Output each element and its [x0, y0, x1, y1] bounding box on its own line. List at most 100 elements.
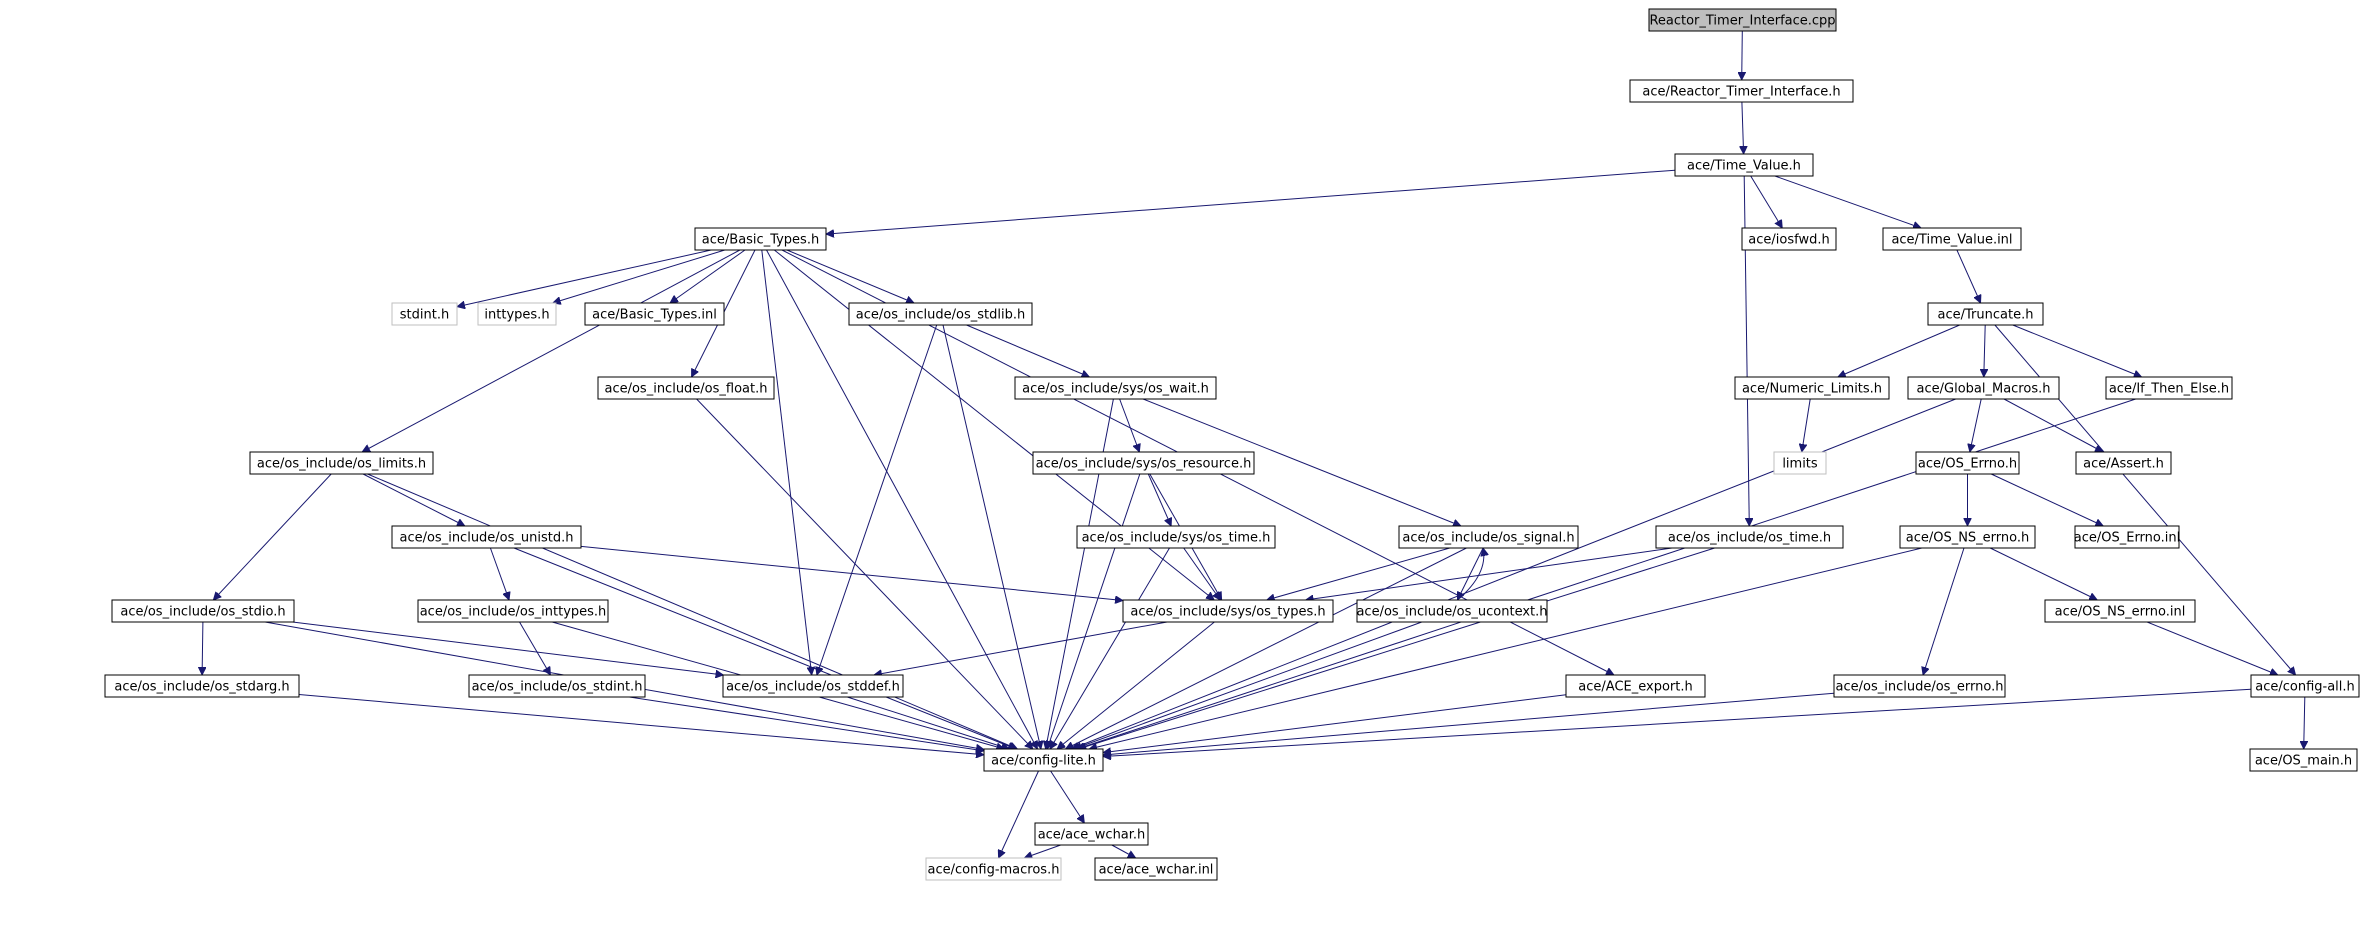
dependency-edge	[1111, 844, 1136, 859]
header-file-node[interactable]: ace/os_include/os_unistd.h	[391, 525, 582, 549]
node-box	[2105, 376, 2233, 400]
header-file-node[interactable]: ace/os_include/os_inttypes.h	[417, 599, 609, 623]
header-file-node[interactable]: ace/config-lite.h	[983, 748, 1104, 772]
header-file-node[interactable]: ace/iosfwd.h	[1741, 227, 1837, 251]
node-label: ace/os_include/os_stdarg.h	[114, 680, 289, 695]
header-file-node[interactable]: ace/Time_Value.h	[1674, 153, 1814, 177]
dependency-edge	[457, 249, 712, 307]
dependency-edge	[292, 621, 724, 675]
node-label: Reactor_Timer_Interface.cpp	[1649, 14, 1835, 29]
header-file-node[interactable]: ace/If_Then_Else.h	[2105, 376, 2233, 400]
external-header-node: ace/config-macros.h	[925, 857, 1062, 881]
header-file-node[interactable]: ace/OS_NS_errno.inl	[2044, 599, 2196, 623]
dependency-edge	[362, 249, 741, 453]
dependency-edge	[629, 696, 984, 751]
external-header-node: stdint.h	[391, 302, 458, 326]
dependency-edge	[1057, 621, 1215, 749]
header-file-node[interactable]: ace/Global_Macros.h	[1907, 376, 2060, 400]
header-file-node[interactable]: ace/os_include/os_signal.h	[1398, 525, 1579, 549]
dependency-edge	[1457, 548, 1483, 601]
dependency-edge	[786, 249, 914, 303]
edges-layer	[202, 30, 2305, 859]
node-label: ace/If_Then_Else.h	[2109, 382, 2229, 397]
header-file-node[interactable]: ace/Numeric_Limits.h	[1734, 376, 1890, 400]
dependency-edge	[773, 249, 1214, 600]
header-file-node[interactable]: ace/ace_wchar.inl	[1094, 857, 1218, 881]
node-box	[468, 674, 646, 698]
header-file-node[interactable]: ace/os_include/os_time.h	[1655, 525, 1844, 549]
node-label: ace/config-macros.h	[928, 863, 1060, 878]
header-file-node[interactable]: ace/OS_Errno.inl	[2074, 525, 2180, 549]
header-file-node[interactable]: ace/OS_Errno.h	[1915, 451, 2020, 475]
header-file-node[interactable]: ace/os_include/os_stddef.h	[722, 674, 904, 698]
header-file-node[interactable]: ace/os_include/os_stdarg.h	[104, 674, 300, 698]
dependency-edge	[696, 398, 1033, 749]
header-file-node[interactable]: ace/os_include/sys/os_resource.h	[1032, 451, 1255, 475]
node-box	[1356, 599, 1548, 623]
header-file-node[interactable]: ace/os_include/sys/os_wait.h	[1014, 376, 1217, 400]
dependency-edge	[1047, 473, 1141, 749]
node-label: ace/os_include/os_limits.h	[257, 457, 426, 472]
header-file-node[interactable]: ace/ace_wchar.h	[1034, 822, 1149, 846]
header-file-node[interactable]: ace/Time_Value.inl	[1882, 227, 2022, 251]
header-file-node[interactable]: ace/os_include/os_errno.h	[1833, 674, 2006, 698]
dependency-edge	[1074, 621, 1422, 749]
node-box	[1915, 451, 2020, 475]
node-label: ace/os_include/sys/os_types.h	[1130, 605, 1325, 620]
dependency-edge	[298, 694, 984, 755]
node-label: ace/OS_Errno.inl	[2074, 531, 2180, 546]
node-label: ace/Numeric_Limits.h	[1742, 382, 1882, 397]
header-file-node[interactable]: ace/Reactor_Timer_Interface.h	[1629, 79, 1854, 103]
node-box	[1734, 376, 1890, 400]
dependency-edge	[202, 621, 203, 675]
node-box	[1741, 227, 1837, 251]
node-box	[111, 599, 295, 623]
node-label: ace/iosfwd.h	[1748, 233, 1829, 248]
header-file-node[interactable]: ace/Basic_Types.h	[694, 227, 827, 251]
dependency-edge	[1743, 175, 1749, 526]
node-label: ace/os_include/sys/os_time.h	[1082, 531, 1271, 546]
node-label: limits	[1782, 457, 1818, 472]
dependency-edge	[1046, 398, 1114, 749]
header-file-node[interactable]: ace/os_include/sys/os_time.h	[1076, 525, 1276, 549]
node-label: ace/os_include/os_float.h	[604, 382, 767, 397]
header-file-node[interactable]: ace/os_include/os_float.h	[597, 376, 775, 400]
dependency-edge	[580, 545, 1123, 600]
header-file-node[interactable]: ace/Basic_Types.inl	[584, 302, 725, 326]
node-box	[925, 857, 1062, 881]
header-file-node[interactable]: ace/Assert.h	[2075, 451, 2172, 475]
header-file-node[interactable]: ace/os_include/os_stdint.h	[468, 674, 646, 698]
dependency-edge	[1923, 547, 1965, 675]
node-box	[1122, 599, 1334, 623]
dependency-edge	[1089, 547, 1923, 749]
header-file-node[interactable]: ace/Truncate.h	[1927, 302, 2044, 326]
node-box	[1833, 674, 2006, 698]
node-box	[584, 302, 725, 326]
node-box	[104, 674, 300, 698]
header-file-node[interactable]: ace/OS_NS_errno.h	[1899, 525, 2036, 549]
node-label: ace/ace_wchar.inl	[1099, 863, 1214, 878]
node-label: ace/os_include/os_ucontext.h	[1356, 605, 1547, 620]
node-label: ace/Time_Value.h	[1687, 159, 1801, 174]
header-file-node[interactable]: ace/os_include/os_stdlib.h	[848, 302, 1033, 326]
dependency-edge	[1994, 324, 2296, 675]
header-file-node[interactable]: ace/os_include/os_ucontext.h	[1356, 599, 1548, 623]
node-label: ace/os_include/os_stdio.h	[120, 605, 285, 620]
dependency-edge	[1119, 398, 1140, 452]
header-file-node[interactable]: ace/os_include/os_stdio.h	[111, 599, 295, 623]
external-header-node: limits	[1773, 451, 1827, 475]
node-label: ace/Reactor_Timer_Interface.h	[1642, 85, 1840, 100]
dependency-edge	[2146, 621, 2278, 675]
dependency-edge	[1183, 547, 1221, 600]
header-file-node[interactable]: ace/OS_main.h	[2249, 748, 2358, 772]
header-file-node[interactable]: ace/os_include/sys/os_types.h	[1122, 599, 1334, 623]
header-file-node[interactable]: ace/config-all.h	[2250, 674, 2360, 698]
dependency-edge	[362, 473, 465, 527]
node-label: ace/Global_Macros.h	[1917, 382, 2051, 397]
header-file-node[interactable]: ace/ACE_export.h	[1565, 674, 1706, 698]
header-file-node[interactable]: ace/os_include/os_limits.h	[249, 451, 434, 475]
node-label: ace/os_include/os_stdlib.h	[856, 308, 1025, 323]
dependency-edge	[213, 473, 332, 600]
node-box	[1773, 451, 1827, 475]
node-label: ace/Basic_Types.inl	[592, 308, 717, 323]
